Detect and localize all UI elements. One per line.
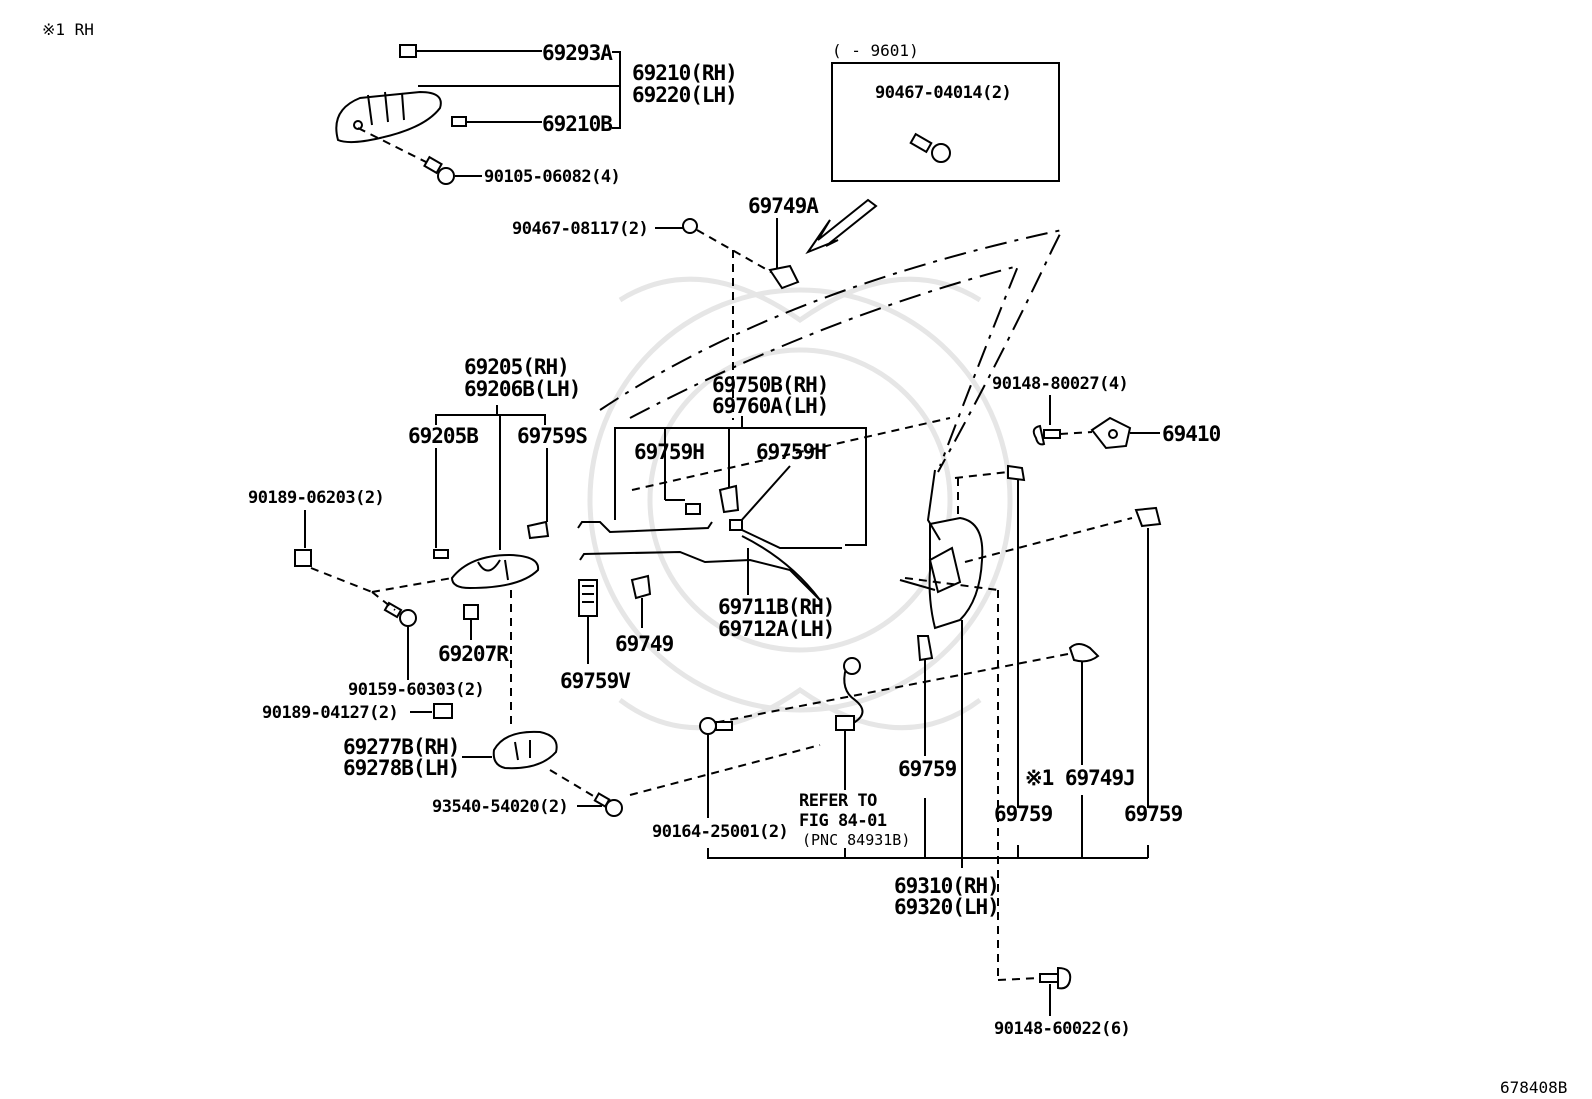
- open-rod-upper: [579, 550, 821, 601]
- label-69760ALH: 69760A(LH): [712, 394, 828, 418]
- rh-note: ※1 RH: [42, 20, 94, 39]
- label-69749A: 69749A: [748, 194, 819, 218]
- label-90467-08117: 90467-08117(2): [512, 219, 648, 239]
- bracket-69750: [614, 427, 867, 546]
- clip-90189-06203-icon: [294, 549, 312, 567]
- clip-69749-icon: [630, 574, 652, 600]
- label-69293A: 69293A: [542, 41, 613, 65]
- screw-90148-60022-icon: [1039, 966, 1072, 990]
- window-run-outline: [629, 264, 1020, 467]
- label-69759H-1: 69759H: [634, 440, 704, 464]
- bracket-69310: [707, 848, 1148, 859]
- nut-90467-08117-icon: [682, 218, 698, 234]
- label-90105: 90105-06082(4): [484, 167, 620, 187]
- label-69759S: 69759S: [517, 424, 587, 448]
- screw-90148-80027-icon: [1032, 424, 1061, 446]
- direction-arrow-icon: [805, 198, 878, 255]
- clip-69759H-2-icon: [729, 519, 743, 531]
- label-69759V: 69759V: [560, 669, 631, 693]
- screw-69210B-icon: [451, 116, 467, 127]
- pad-69207R-icon: [463, 604, 479, 620]
- label-69711BRH: 69711B(RH): [718, 595, 834, 619]
- label-69759-no1a: 69759: [994, 802, 1053, 826]
- watermark-logo: [587, 276, 1013, 731]
- label-69310RH: 69310(RH): [894, 874, 999, 898]
- inside-handle-icon: [450, 553, 540, 590]
- label-69207R: 69207R: [438, 642, 509, 666]
- screw-90164-icon: [699, 717, 733, 735]
- label-69277BRH: 69277B(RH): [343, 735, 459, 759]
- label-69278BLH: 69278B(LH): [343, 756, 459, 780]
- screw-93540-icon: [593, 792, 623, 817]
- wire-harness-icon: [835, 657, 864, 731]
- bolt-90467-04014-icon: [909, 132, 951, 163]
- refer-line-3: (PNC 84931B): [802, 831, 910, 849]
- open-rod-arm: [741, 529, 842, 549]
- label-93540: 93540-54020(2): [432, 797, 568, 817]
- label-69749J: ※1 69749J: [1025, 766, 1135, 790]
- label-69410: 69410: [1162, 422, 1221, 446]
- clip-69759S-icon: [526, 520, 550, 540]
- label-90164: 90164-25001(2): [652, 822, 788, 842]
- label-69759-no2: 69759: [898, 757, 957, 781]
- screw-90159-icon: [383, 601, 417, 627]
- label-69759-no1b: 69759: [1124, 802, 1183, 826]
- date-range-label: ( - 9601): [832, 41, 919, 60]
- bolt-90105-icon: [423, 155, 455, 185]
- label-69749: 69749: [615, 632, 674, 656]
- clip-69759-upper-icon: [1007, 464, 1026, 482]
- lever-69750-icon: [718, 484, 740, 514]
- clip-69759-right-icon: [1134, 506, 1162, 528]
- lock-rod: [577, 521, 713, 534]
- door-lock-assembly-icon: [899, 469, 984, 630]
- clip-90189-04127-icon: [433, 703, 453, 719]
- label-90467-04014: 90467-04014(2): [875, 83, 1011, 103]
- clip-69293A-icon: [399, 44, 417, 58]
- label-69205B: 69205B: [408, 424, 478, 448]
- clip-69749J-icon: [1068, 643, 1100, 663]
- label-69206BLH: 69206B(LH): [464, 377, 580, 401]
- label-69210B: 69210B: [542, 112, 612, 136]
- clip-69759-no2-icon: [916, 635, 934, 662]
- label-90159: 90159-60303(2): [348, 680, 484, 700]
- label-69712ALH: 69712A(LH): [718, 617, 834, 641]
- screw-69205B-icon: [433, 549, 449, 559]
- refer-line-2: FIG 84-01: [799, 811, 887, 831]
- bracket-69210: [418, 51, 621, 129]
- figure-code: 678408B: [1500, 1078, 1567, 1097]
- label-90189-04127: 90189-04127(2): [262, 703, 398, 723]
- refer-line-1: REFER TO: [799, 791, 877, 811]
- clip-69749A-icon: [768, 264, 800, 290]
- label-69220LH: 69220(LH): [632, 83, 737, 107]
- clip-69759H-1-icon: [685, 503, 701, 515]
- label-69750BRH: 69750B(RH): [712, 373, 828, 397]
- outside-handle-icon: [335, 90, 442, 144]
- date-range-box: [831, 62, 1060, 182]
- striker-69410-icon: [1090, 416, 1132, 450]
- label-69320LH: 69320(LH): [894, 895, 999, 919]
- bracket-69205: [435, 405, 546, 425]
- label-69210RH: 69210(RH): [632, 61, 737, 85]
- label-90148-80027: 90148-80027(4): [992, 374, 1128, 394]
- label-90148-60022: 90148-60022(6): [994, 1019, 1130, 1039]
- label-69205RH: 69205(RH): [464, 355, 569, 379]
- handle-bezel-icon: [492, 730, 558, 770]
- label-90189-06203: 90189-06203(2): [248, 488, 384, 508]
- label-69759H-2: 69759H: [756, 440, 826, 464]
